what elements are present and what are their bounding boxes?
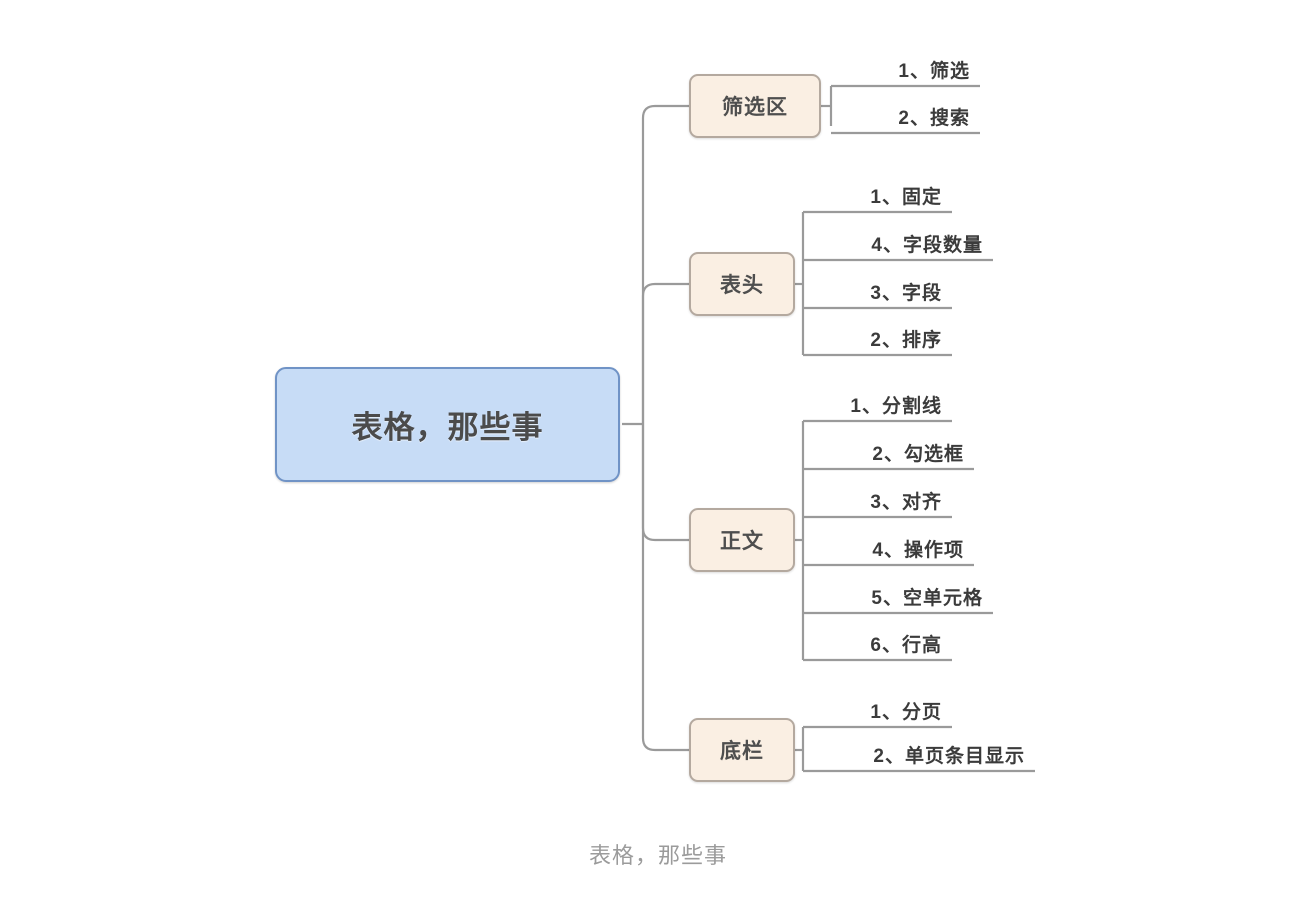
branch-node-label: 底栏 — [720, 740, 764, 763]
leaf-node-label: 3、字段 — [870, 283, 942, 304]
branch-node-body[interactable]: 正文 — [689, 508, 795, 572]
leaf-node-label: 4、字段数量 — [871, 235, 983, 256]
root-node-label: 表格，那些事 — [351, 410, 544, 445]
leaf-node-label: 1、固定 — [870, 187, 942, 208]
branch-node-filter-area[interactable]: 筛选区 — [689, 74, 821, 138]
branch-edge-1 — [641, 282, 689, 424]
leaf-node-label: 1、筛选 — [898, 61, 970, 82]
branch-node-footer-bar[interactable]: 底栏 — [689, 718, 795, 782]
leaf-node-fixed[interactable]: 1、固定 — [803, 170, 952, 212]
branch-node-label: 筛选区 — [722, 96, 788, 119]
leaf-node-pagination[interactable]: 1、分页 — [803, 685, 952, 727]
leaf-node-label: 2、搜索 — [898, 108, 970, 129]
leaf-node-field-count[interactable]: 4、字段数量 — [803, 218, 993, 260]
leaf-node-divider[interactable]: 1、分割线 — [803, 379, 952, 421]
leaf-node-label: 2、勾选框 — [872, 444, 964, 465]
branch-node-table-header[interactable]: 表头 — [689, 252, 795, 316]
leaf-node-alignment[interactable]: 3、对齐 — [803, 475, 952, 517]
leaf-node-label: 3、对齐 — [870, 492, 942, 513]
branch-edge-3 — [641, 424, 689, 752]
leaf-node-label: 5、空单元格 — [871, 588, 983, 609]
footer-caption: 表格，那些事 — [588, 843, 727, 868]
leaf-node-checkbox[interactable]: 2、勾选框 — [803, 427, 974, 469]
leaf-node-sort[interactable]: 2、排序 — [803, 313, 952, 355]
leaf-node-field[interactable]: 3、字段 — [803, 266, 952, 308]
leaf-node-actions[interactable]: 4、操作项 — [803, 523, 974, 565]
root-node[interactable]: 表格，那些事 — [275, 367, 620, 482]
leaf-node-filter[interactable]: 1、筛选 — [831, 44, 980, 86]
leaf-node-label: 1、分割线 — [850, 396, 942, 417]
leaf-node-page-size[interactable]: 2、单页条目显示 — [803, 729, 1035, 771]
leaf-node-label: 2、排序 — [870, 330, 942, 351]
leaf-node-label: 6、行高 — [870, 635, 942, 656]
leaf-node-label: 1、分页 — [870, 702, 942, 723]
leaf-node-label: 4、操作项 — [872, 540, 964, 561]
branch-edge-2 — [641, 424, 689, 542]
leaf-node-empty-cell[interactable]: 5、空单元格 — [803, 571, 993, 613]
leaf-node-row-height[interactable]: 6、行高 — [803, 618, 952, 660]
branch-node-label: 表头 — [720, 274, 764, 297]
leaf-node-label: 2、单页条目显示 — [873, 746, 1025, 767]
branch-edge-0 — [641, 104, 689, 424]
branch-node-label: 正文 — [720, 530, 764, 553]
leaf-node-search[interactable]: 2、搜索 — [831, 91, 980, 133]
